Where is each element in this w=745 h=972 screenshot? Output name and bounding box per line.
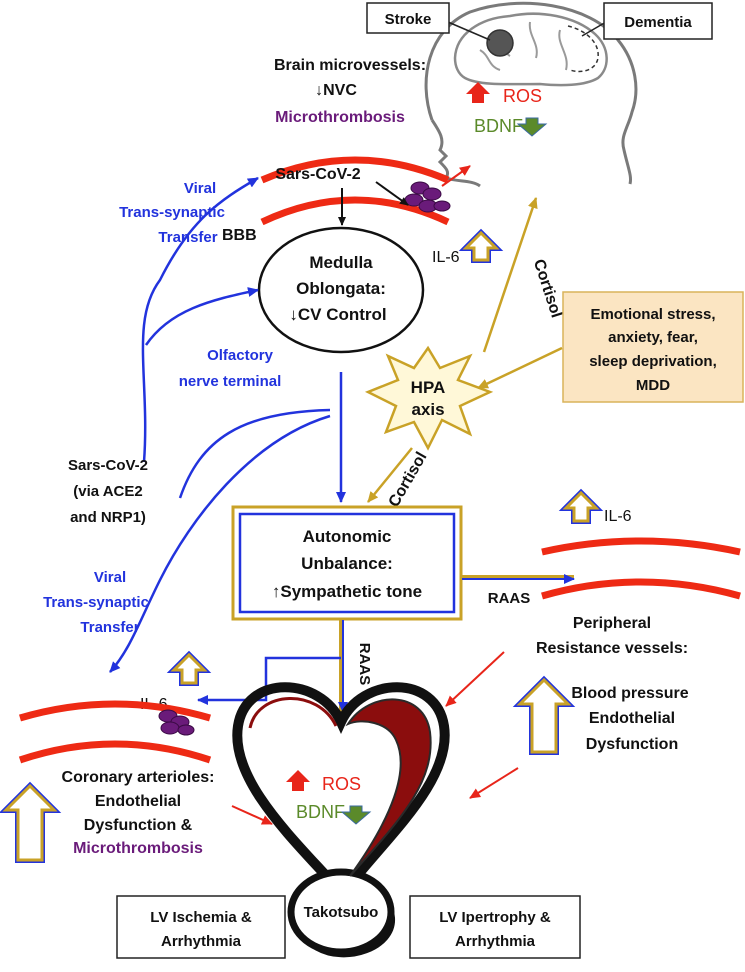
- dementia-box: Dementia: [603, 2, 713, 40]
- stress-line3: sleep deprivation,: [589, 353, 717, 370]
- viral-bottom-line2: Trans-synaptic: [43, 594, 149, 611]
- lv-right-line2: Arrhythmia: [455, 933, 536, 950]
- autonomic-line2: Unbalance:: [301, 554, 393, 573]
- sars-entry-line2: (via ACE2: [73, 483, 142, 500]
- peripheral-line2: Resistance vessels:: [536, 640, 688, 657]
- autonomic-line1: Autonomic: [303, 527, 392, 546]
- lv-left-line1: LV Ischemia &: [150, 909, 252, 926]
- bbb-sars-label: Sars-CoV-2: [275, 166, 360, 183]
- viral-path-to-coronary: [109, 414, 331, 673]
- brain-head-icon: [424, 1, 638, 188]
- brain-microvessels-title: Brain microvessels:: [274, 57, 426, 74]
- lv-left-line2: Arrhythmia: [161, 933, 242, 950]
- coronary-line2: Endothelial: [95, 793, 181, 810]
- down-arrow-icon: [516, 117, 548, 137]
- viral-top-line3: Transfer: [158, 229, 217, 246]
- stress-line2: anxiety, fear,: [608, 329, 698, 346]
- bbb-vessel-outer-arc: [260, 156, 450, 184]
- heart-ros-label: ROS: [322, 774, 361, 794]
- takotsubo-label: Takotsubo: [304, 904, 379, 921]
- olfactory-line1: Olfactory: [207, 347, 274, 364]
- bbb-label: BBB: [222, 227, 257, 244]
- star-burst-icon: [364, 345, 494, 451]
- up-arrow-icon: [466, 82, 490, 103]
- viral-bottom-line1: Viral: [94, 569, 126, 586]
- viral-path-to-autonomic: [178, 408, 331, 499]
- hpa-line1: HPA: [411, 378, 446, 397]
- viral-path-to-bbb: [141, 176, 259, 463]
- medulla-line3: ↓CV Control: [289, 305, 386, 324]
- peripheral-line5: Dysfunction: [586, 736, 678, 753]
- cortisol-lower-label: Cortisol: [386, 449, 431, 510]
- stroke-lesion-icon: [486, 29, 514, 57]
- medulla-line1: Medulla: [309, 253, 373, 272]
- raas-right-label: RAAS: [488, 590, 531, 607]
- autonomic-line3: ↑Sympathetic tone: [272, 582, 422, 601]
- medulla-line2: Oblongata:: [296, 279, 386, 298]
- coronary-vessel-inner-arc: [18, 740, 212, 764]
- viral-bottom-line3: Transfer: [80, 619, 139, 636]
- viral-path-to-medulla: [144, 287, 259, 346]
- heart-bdnf-label: BDNF: [296, 802, 345, 822]
- peripheral-il6-label: IL-6: [604, 508, 632, 525]
- hpa-line2: axis: [411, 400, 444, 419]
- peripheral-line1: Peripheral: [573, 615, 651, 632]
- coronary-line4: Microthrombosis: [73, 840, 203, 857]
- dementia-label: Dementia: [624, 14, 692, 31]
- coronary-vessel-outer-arc: [19, 700, 211, 722]
- lv-right-line1: LV Ipertrophy &: [439, 909, 551, 926]
- head-ros-label: ROS: [503, 86, 542, 106]
- coronary-line1: Coronary arterioles:: [62, 769, 215, 786]
- raas-down-label: RAAS: [356, 643, 373, 686]
- cortisol-upper-label: Cortisol: [530, 257, 565, 320]
- stroke-box: Stroke: [366, 2, 450, 34]
- stress-line1: Emotional stress,: [590, 306, 715, 323]
- peripheral-vessel-outer-arc: [541, 537, 741, 556]
- brain-nvc-label: ↓NVC: [315, 82, 357, 99]
- stroke-label: Stroke: [385, 11, 432, 28]
- peripheral-line3: Blood pressure: [571, 685, 688, 702]
- peripheral-vessel-inner-arc: [541, 578, 741, 600]
- viral-top-line1: Viral: [184, 180, 216, 197]
- heart-down-arrow-icon: [340, 805, 372, 825]
- stress-box: Emotional stress, anxiety, fear, sleep d…: [562, 291, 744, 403]
- coronary-platelet-cluster-icon: [158, 709, 195, 736]
- sars-entry-line1: Sars-CoV-2: [68, 457, 148, 474]
- heart-icon: [232, 682, 450, 958]
- peripheral-line4: Endothelial: [589, 710, 675, 727]
- stress-line4: MDD: [636, 377, 670, 394]
- heart-up-arrow-icon: [286, 770, 310, 791]
- lv-ischemia-box: LV Ischemia & Arrhythmia: [116, 895, 286, 959]
- viral-top-line2: Trans-synaptic: [119, 204, 225, 221]
- bbb-il6-label: IL-6: [432, 249, 460, 266]
- coronary-line3: Dysfunction &: [84, 817, 193, 834]
- head-bdnf-label: BDNF: [474, 116, 523, 136]
- bbb-vessel-inner-arc: [260, 196, 450, 226]
- brain-microthrombosis-label: Microthrombosis: [275, 109, 405, 126]
- sars-entry-line3: and NRP1): [70, 509, 146, 526]
- lv-ipertrophy-box: LV Ipertrophy & Arrhythmia: [409, 895, 581, 959]
- medulla-oblongata-node: [257, 226, 425, 354]
- olfactory-line2: nerve terminal: [179, 373, 282, 390]
- autonomic-unbalance-box: Autonomic Unbalance: ↑Sympathetic tone: [231, 505, 463, 621]
